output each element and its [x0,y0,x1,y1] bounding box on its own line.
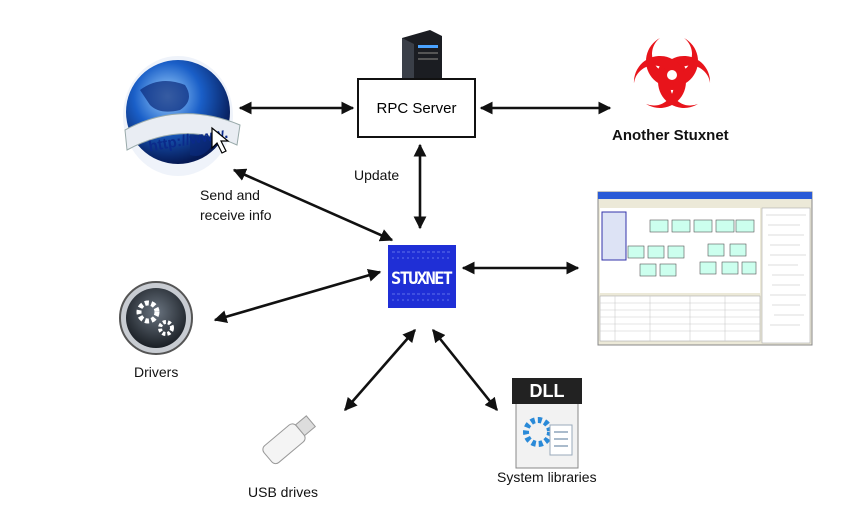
arrow-internet-stuxnet [232,168,394,242]
rpc-server-box: RPC Server [357,78,476,138]
dll-file-icon: DLL [512,378,582,469]
arrow-stuxnet-usb [344,329,416,411]
stuxnet-logo: STUXNET [388,245,456,308]
usb-drives-label: USB drives [248,484,319,500]
biohazard-icon [633,38,711,108]
send-receive-label-line2: receive info [200,207,272,223]
svg-text:STUXNET: STUXNET [391,269,453,289]
rpc-server-label: RPC Server [376,99,457,117]
system-libraries-label: System libraries [497,469,597,485]
svg-text:DLL: DLL [530,381,565,401]
gears-icon [119,281,193,355]
send-receive-label-line1: Send and [200,187,260,203]
usb-stick-icon [262,415,317,465]
update-label: Update [354,167,400,183]
another-stuxnet-label: Another Stuxnet [612,127,729,144]
arrow-stuxnet-drivers [213,269,382,323]
drivers-label: Drivers [134,364,179,380]
globe-http-icon: http://www. [123,56,241,176]
step7-configuration-screenshot [597,191,813,346]
arrow-stuxnet-dll [431,328,499,412]
